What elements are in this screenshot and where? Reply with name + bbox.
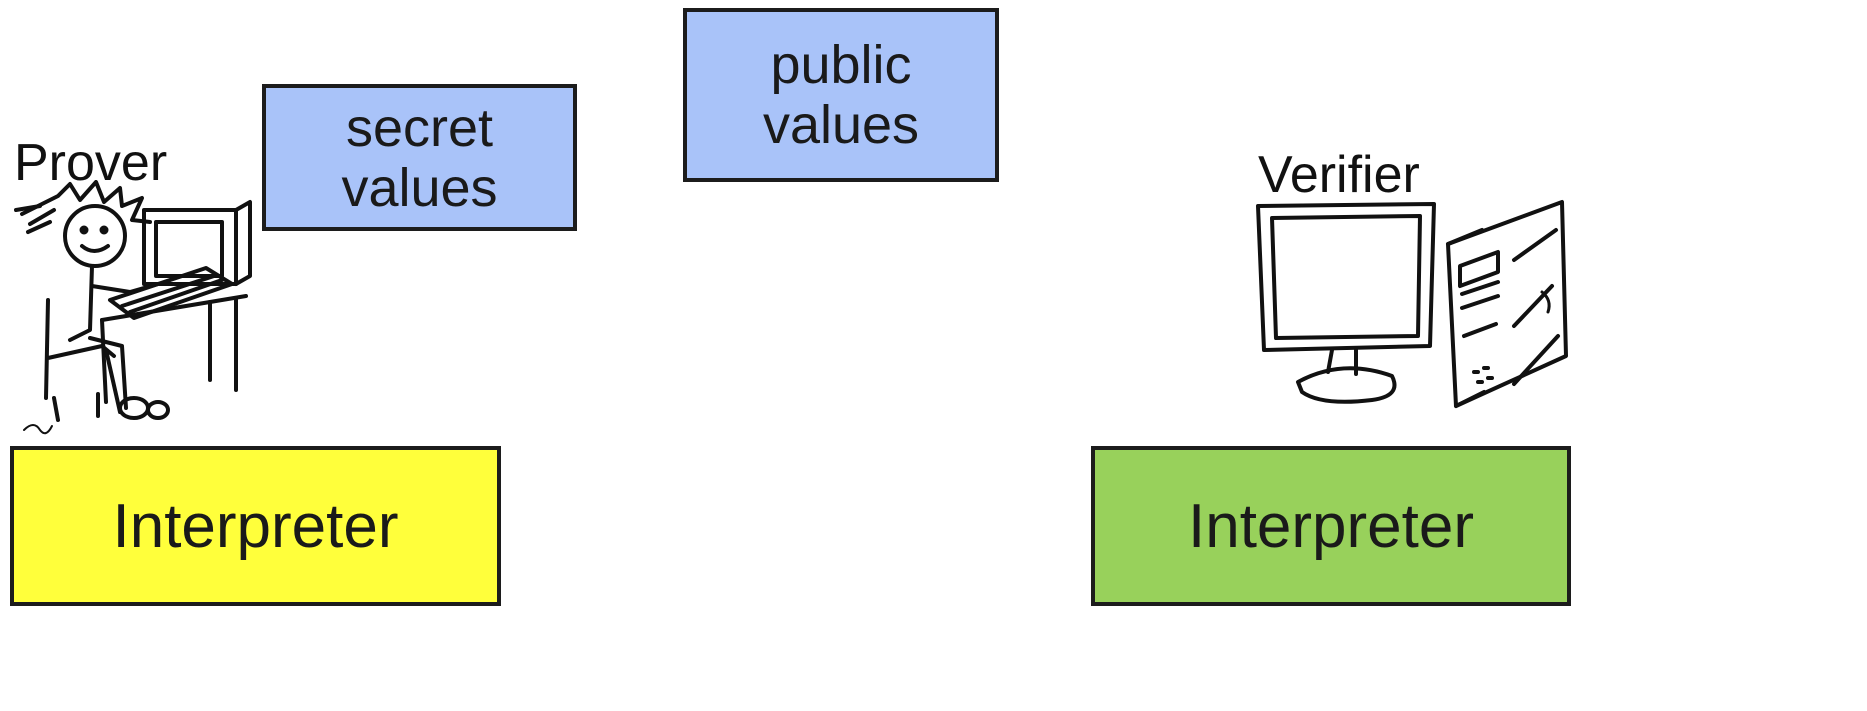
verifier-interpreter-box: Interpreter (1091, 446, 1571, 606)
secret-values-line2: values (341, 157, 498, 218)
verifier-illustration (1252, 196, 1572, 418)
public-values-line2: values (762, 95, 920, 155)
prover-illustration (10, 180, 265, 442)
secret-values-box: secret values (262, 84, 577, 231)
prover-interpreter-box: Interpreter (10, 446, 501, 606)
prover-interpreter-label: Interpreter (112, 491, 399, 561)
verifier-interpreter-label: Interpreter (1187, 491, 1475, 561)
verifier-label: Verifier (1258, 146, 1420, 204)
person-at-computer-icon (14, 180, 252, 435)
desktop-computer-icon (1256, 200, 1568, 408)
public-values-line1: public (770, 35, 912, 95)
public-values-box: public values (683, 8, 999, 182)
prover-label: Prover (14, 134, 168, 192)
secret-values-line1: secret (345, 97, 494, 158)
